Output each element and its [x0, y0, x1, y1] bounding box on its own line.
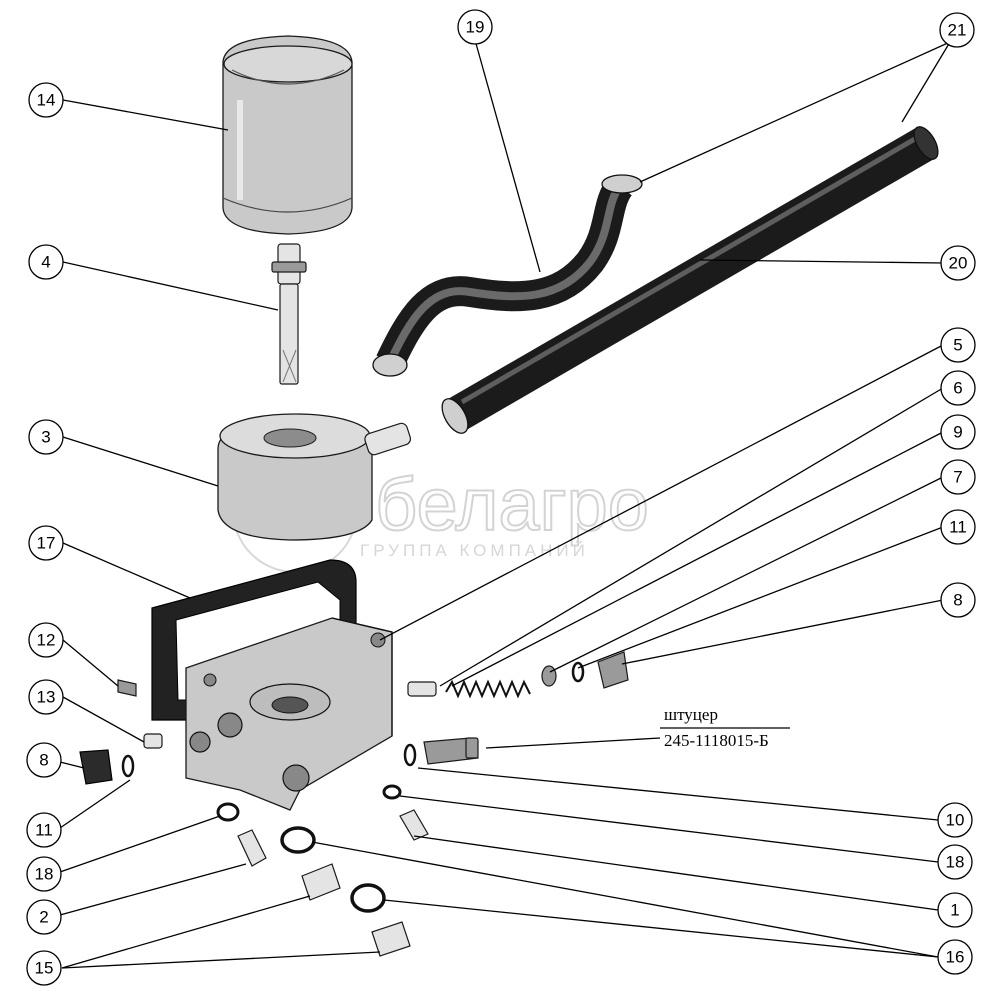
callout-18-right: 18 — [937, 844, 973, 880]
callout-10: 10 — [937, 802, 973, 838]
callout-4: 4 — [28, 244, 64, 280]
callout-11-right: 11 — [940, 509, 976, 545]
callout-15-label: 15 — [35, 959, 54, 978]
watermark-subtitle: ГРУППА КОМПАНИЙ — [360, 541, 589, 560]
callout-9: 9 — [940, 414, 976, 450]
part-spring — [445, 679, 531, 699]
callout-5-label: 5 — [953, 336, 962, 355]
callout-7: 7 — [940, 459, 976, 495]
part-union-fitting — [403, 737, 479, 767]
callout-18-left-label: 18 — [35, 865, 54, 884]
leader-lines — [59, 39, 951, 969]
callout-3: 3 — [28, 419, 64, 455]
part-ring-11 — [571, 661, 585, 683]
callout-8-left-label: 8 — [39, 751, 48, 770]
callout-5: 5 — [940, 327, 976, 363]
callout-14: 14 — [28, 82, 64, 118]
part-washer-7 — [541, 665, 557, 687]
callout-10-label: 10 — [946, 811, 965, 830]
callout-1: 1 — [937, 892, 973, 928]
callout-8-right: 8 — [940, 582, 976, 618]
callout-1-label: 1 — [950, 901, 959, 920]
callout-12: 12 — [28, 622, 64, 658]
callout-16-label: 16 — [946, 948, 965, 967]
part-bottom-fasteners — [216, 784, 429, 957]
fitting-note: штуцер 245-1118015-Б — [485, 705, 790, 750]
part-oil-filter — [222, 35, 353, 235]
part-plug-8-left — [79, 749, 135, 785]
callout-13-label: 13 — [37, 688, 56, 707]
callout-4-label: 4 — [41, 253, 50, 272]
callout-7-label: 7 — [953, 468, 962, 487]
callout-2-label: 2 — [39, 908, 48, 927]
callout-16: 16 — [937, 939, 973, 975]
callout-20: 20 — [940, 245, 976, 281]
callout-6: 6 — [940, 370, 976, 406]
part-bolt-12 — [117, 679, 137, 697]
callout-20-label: 20 — [949, 254, 968, 273]
callout-18-left: 18 — [26, 856, 62, 892]
callout-3-label: 3 — [41, 428, 50, 447]
callout-8-right-label: 8 — [953, 591, 962, 610]
callout-14-label: 14 — [37, 91, 56, 110]
part-valve — [407, 681, 437, 697]
callout-19-label: 19 — [466, 18, 485, 37]
note-leader — [485, 737, 661, 749]
note-title: штуцер — [664, 705, 718, 724]
part-oil-cooler — [217, 413, 412, 541]
callout-17: 17 — [28, 525, 64, 561]
callout-15: 15 — [26, 950, 62, 986]
callout-21: 21 — [939, 12, 975, 48]
callout-9-label: 9 — [953, 423, 962, 442]
callout-19: 19 — [457, 9, 493, 45]
part-plug-8 — [597, 651, 629, 689]
note-part-number: 245-1118015-Б — [664, 731, 769, 750]
callout-8-left: 8 — [26, 742, 62, 778]
callout-6-label: 6 — [953, 379, 962, 398]
callout-11-left-label: 11 — [35, 821, 53, 840]
callout-18-right-label: 18 — [946, 853, 965, 872]
callout-11-right-label: 11 — [949, 518, 967, 537]
part-curved-hose — [372, 174, 643, 377]
callout-21-label: 21 — [948, 21, 967, 40]
part-plug-13 — [143, 733, 163, 749]
watermark-logo: белагро ГРУППА КОМПАНИЙ — [232, 447, 650, 573]
part-housing — [185, 617, 393, 811]
callout-2: 2 — [26, 899, 62, 935]
callout-12-label: 12 — [37, 631, 56, 650]
part-valve-assembly — [407, 651, 629, 699]
watermark-brand: белагро — [375, 463, 649, 546]
callout-11-left: 11 — [26, 812, 62, 848]
callout-17-label: 17 — [37, 534, 56, 553]
part-straight-hose — [441, 126, 939, 434]
part-stud — [271, 243, 307, 385]
callouts: 14 19 21 4 20 5 3 6 — [26, 9, 976, 986]
callout-13: 13 — [28, 679, 64, 715]
